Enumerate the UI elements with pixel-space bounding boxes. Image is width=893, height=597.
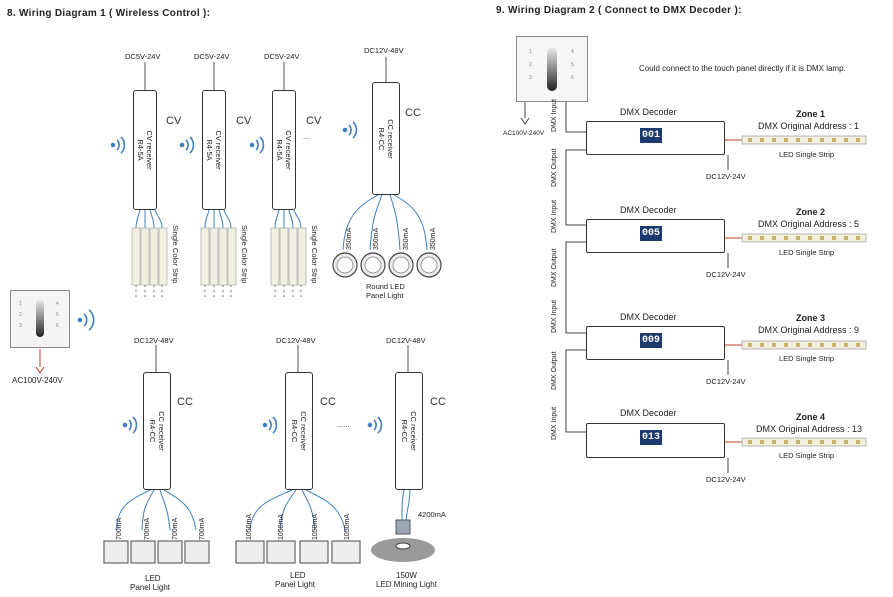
round-panel-light-label: Panel Light <box>366 291 404 300</box>
touch-slider-icon: 1 2 3 4 5 6 <box>529 47 574 91</box>
zone-3-address: DMX Original Address : 9 <box>758 325 860 335</box>
svg-text:1: 1 <box>19 301 22 307</box>
zone-2-strip-label: LED Single Strip <box>779 248 835 257</box>
dmx-output-label-2: DMX Output <box>551 248 558 287</box>
zone-4-title: Zone 4 <box>796 412 826 422</box>
decoder-label-2: DMX Decoder <box>620 205 677 215</box>
cc-tag-b3: CC <box>430 396 446 408</box>
led-label-1: LED <box>145 574 161 583</box>
round-led-label: Round LED <box>366 282 405 291</box>
panel-light-label-1: Panel Light <box>130 583 171 592</box>
dmx-decoder-2: 005 <box>586 219 725 253</box>
svg-text:6: 6 <box>56 323 59 329</box>
ac-label-left: AC100V-240V <box>12 376 63 385</box>
zone-4-strip-label: LED Single Strip <box>779 451 835 460</box>
cc-tag-b1: CC <box>177 396 193 408</box>
dmx-output-label-3: DMX Output <box>551 351 558 390</box>
zone-1-address: DMX Original Address : 1 <box>758 121 860 131</box>
zone-4-power: DC12V-24V <box>706 475 746 484</box>
dmx-touch-panel: 1 2 3 4 5 6 <box>516 36 588 102</box>
cv-ellipsis: ... <box>303 132 310 141</box>
zone-2-power: DC12V-24V <box>706 270 746 279</box>
svg-text:2: 2 <box>19 312 22 318</box>
cc-power-label-b1: DC12V-48V <box>134 336 174 345</box>
touch-panel-remote: 1 2 3 4 5 6 <box>10 290 70 348</box>
zone-1-title: Zone 1 <box>796 109 826 119</box>
diagram1-title: 8. Wiring Diagram 1 ( Wireless Control )… <box>7 8 211 19</box>
zone-2-address: DMX Original Address : 5 <box>758 219 860 229</box>
zone-4-address: DMX Original Address : 13 <box>756 424 863 434</box>
touch-slider-icon: 1 2 3 4 5 6 <box>19 299 59 337</box>
dmx-input-label-3: DMX Input <box>551 299 558 333</box>
zone-1-power: DC12V-24V <box>706 172 746 181</box>
zone-3-power: DC12V-24V <box>706 377 746 386</box>
dmx-note: Could connect to the touch panel directl… <box>639 64 846 73</box>
cv-tag-1: CV <box>166 115 182 127</box>
svg-text:5: 5 <box>571 62 574 68</box>
dmx-input-label-4: DMX Input <box>551 406 558 440</box>
dmx-input-label-2: DMX Input <box>551 199 558 233</box>
mining-power-label: 150W <box>396 571 417 580</box>
cv-power-label-1: DC5V-24V <box>125 52 161 61</box>
zone-3-strip-label: LED Single Strip <box>779 354 835 363</box>
mining-light-label: LED Mining Light <box>376 580 437 589</box>
decoder-label-3: DMX Decoder <box>620 312 677 322</box>
cc-tag-b2: CC <box>320 396 336 408</box>
cc-ellipsis: ...... <box>337 420 350 429</box>
cv-power-label-3: DC5V-24V <box>264 52 300 61</box>
diagram2-title: 9. Wiring Diagram 2 ( Connect to DMX Dec… <box>496 5 742 16</box>
svg-text:6: 6 <box>571 75 574 81</box>
dmx-ac-label: AC100V-240V <box>503 130 545 137</box>
svg-text:5: 5 <box>56 312 59 318</box>
svg-text:2: 2 <box>529 62 532 68</box>
decoder-label-4: DMX Decoder <box>620 408 677 418</box>
cv-tag-2: CV <box>236 115 252 127</box>
dmx-display-4: 013 <box>640 430 662 445</box>
ac-cable-left <box>35 349 45 374</box>
zone-2-title: Zone 2 <box>796 207 826 217</box>
zone-3-title: Zone 3 <box>796 313 826 323</box>
dmx-input-label-1: DMX Input <box>551 98 558 132</box>
decoder-label-1: DMX Decoder <box>620 107 677 117</box>
svg-text:1: 1 <box>529 49 532 55</box>
dmx-display-3: 009 <box>640 333 662 348</box>
svg-text:4: 4 <box>571 49 574 55</box>
dmx-display-1: 001 <box>640 128 662 143</box>
cc-tag-top: CC <box>405 107 421 119</box>
dmx-decoder-4: 013 <box>586 423 725 458</box>
dmx-display-2: 005 <box>640 226 662 241</box>
led-label-2: LED <box>290 571 306 580</box>
cv-power-label-2: DC5V-24V <box>194 52 230 61</box>
svg-text:3: 3 <box>529 75 532 81</box>
dmx-decoder-3: 009 <box>586 326 725 360</box>
cc-power-label-b2: DC12V-48V <box>276 336 316 345</box>
svg-text:4: 4 <box>56 301 59 307</box>
cc-power-label-top: DC12V-48V <box>364 46 404 55</box>
panel-light-label-2: Panel Light <box>275 580 316 589</box>
zone-1-strip-label: LED Single Strip <box>779 150 835 159</box>
cv-tag-3: CV <box>306 115 322 127</box>
cc-power-label-b3: DC12V-48V <box>386 336 426 345</box>
dmx-decoder-1: 001 <box>586 121 725 155</box>
dmx-output-label-1: DMX Output <box>551 148 558 187</box>
current-4200: 4200mA <box>418 510 446 519</box>
mining-light-icon <box>371 519 435 562</box>
svg-text:3: 3 <box>19 323 22 329</box>
